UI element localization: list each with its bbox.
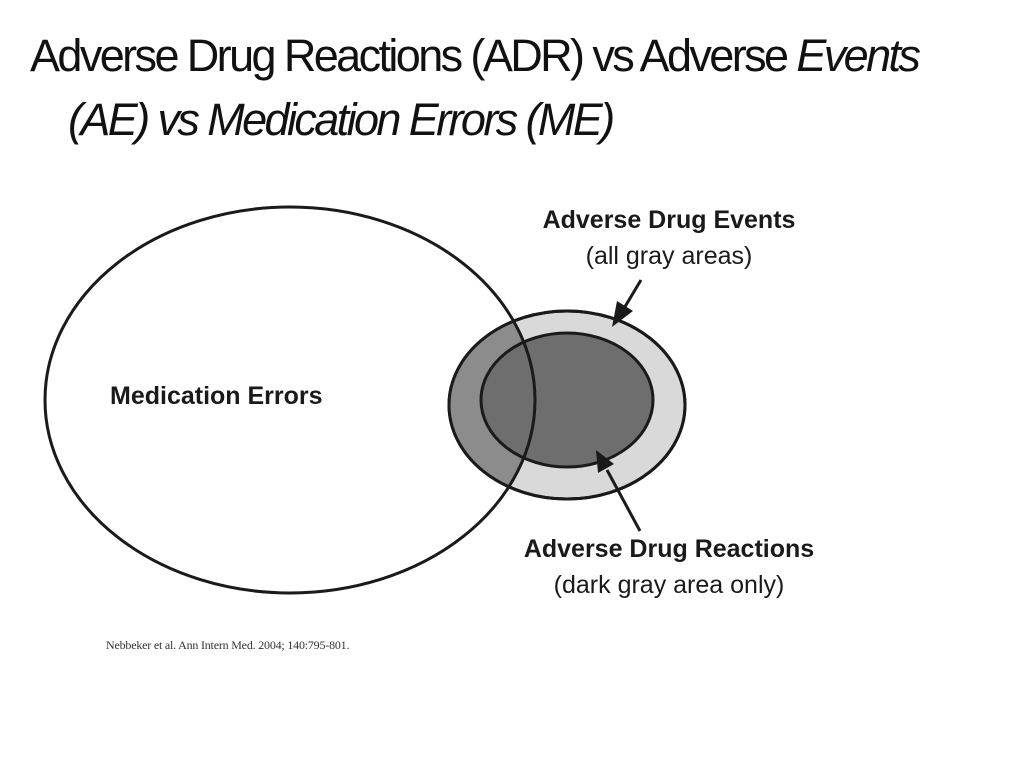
medication-errors-circle (43, 205, 537, 595)
ade-label: Adverse Drug Events (543, 206, 796, 234)
title-part-1: Adverse Drug Reactions (ADR) vs Adverse (30, 30, 797, 81)
citation: Nebbeker et al. Ann Intern Med. 2004; 14… (106, 638, 350, 652)
slide-title: Adverse Drug Reactions (ADR) vs Adverse … (30, 24, 1010, 152)
ade-arrow (612, 279, 643, 327)
adr-label: Adverse Drug Reactions (524, 535, 814, 563)
ade-circle-outline (447, 309, 687, 501)
adr-arrow (596, 450, 642, 532)
title-part-3: (AE) vs Medication Errors (ME) (68, 94, 615, 145)
medication-errors-label: Medication Errors (110, 382, 323, 410)
ade-sublabel: (all gray areas) (586, 242, 753, 270)
title-part-2: Events (796, 30, 921, 81)
adr-sublabel: (dark gray area only) (554, 571, 785, 599)
adr-circle-outline (479, 331, 655, 469)
